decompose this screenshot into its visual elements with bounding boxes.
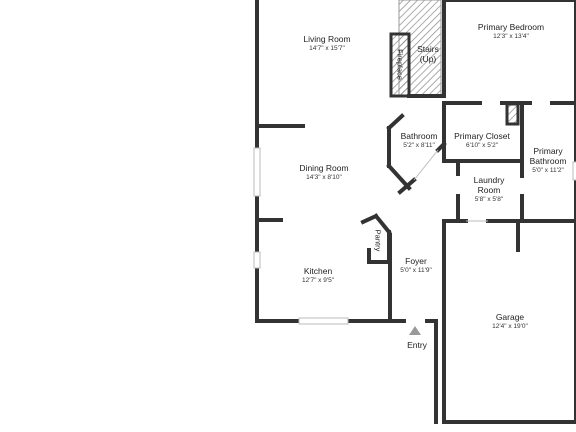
laundry-room-dim: 5'8" x 5'8" [474, 195, 504, 203]
living-room-name: Living Room [303, 34, 351, 44]
foyer-name: Foyer [405, 256, 427, 266]
living-room-label: Living Room 14'7" x 15'7" [303, 34, 351, 52]
primary-closet-label: Primary Closet 6'10" x 5'2" [454, 131, 510, 149]
garage-label: Garage 12'4" x 19'0" [492, 312, 528, 330]
entry-label: Entry [407, 340, 427, 350]
dining-room-dim: 14'3" x 8'10" [306, 173, 342, 181]
kitchen-name: Kitchen [303, 266, 333, 276]
bathroom-dim: 5'2" x 8'11" [403, 141, 435, 149]
foyer-label: Foyer 5'0" x 11'9" [400, 256, 432, 274]
primary-closet-dim: 6'10" x 5'2" [465, 141, 499, 149]
fireplace-label: Fireplace [395, 49, 405, 80]
dining-room-label: Dining Room 14'3" x 8'10" [299, 163, 349, 181]
bathroom-label: Bathroom 5'2" x 8'11" [400, 131, 438, 149]
primary-bedroom-dim: 12'3" x 13'4" [493, 32, 529, 40]
entry-arrow-icon [409, 326, 421, 335]
pantry-label: Pantry [373, 229, 383, 252]
bathroom-closet-hatch [505, 102, 520, 126]
garage-name: Garage [495, 312, 525, 322]
living-room-dim: 14'7" x 15'7" [309, 44, 345, 52]
laundry-room-name-2: Room [477, 184, 501, 195]
bathroom-door-swing [413, 149, 439, 181]
primary-bathroom-dim: 5'0" x 11'2" [532, 166, 564, 174]
primary-bedroom-label: Primary Bedroom 12'3" x 13'4" [477, 22, 545, 40]
kitchen-dim: 12'7" x 9'5" [301, 276, 335, 284]
walls [255, 0, 576, 424]
stairs-label: Stairs (Up) [417, 44, 439, 65]
stairs-name: Stairs [417, 44, 439, 54]
fireplace-hatch [389, 32, 411, 98]
primary-bathroom-name-1: Primary [533, 146, 563, 156]
kitchen-label: Kitchen 12'7" x 9'5" [301, 266, 335, 284]
primary-closet-name: Primary Closet [454, 131, 510, 141]
laundry-room-name-1: Laundry [473, 175, 505, 185]
foyer-dim: 5'0" x 11'9" [400, 266, 432, 274]
stairs-note: (Up) [419, 53, 437, 64]
primary-bathroom-label: Primary Bathroom 5'0" x 11'2" [529, 146, 567, 174]
garage-dim: 12'4" x 19'0" [492, 322, 528, 330]
dining-room-name: Dining Room [299, 163, 349, 173]
laundry-room-label: Laundry Room 5'8" x 5'8" [473, 175, 505, 203]
bathroom-name: Bathroom [400, 131, 438, 141]
windows [253, 147, 576, 325]
primary-bedroom-name: Primary Bedroom [477, 22, 545, 32]
primary-bathroom-name-2: Bathroom [529, 155, 567, 166]
